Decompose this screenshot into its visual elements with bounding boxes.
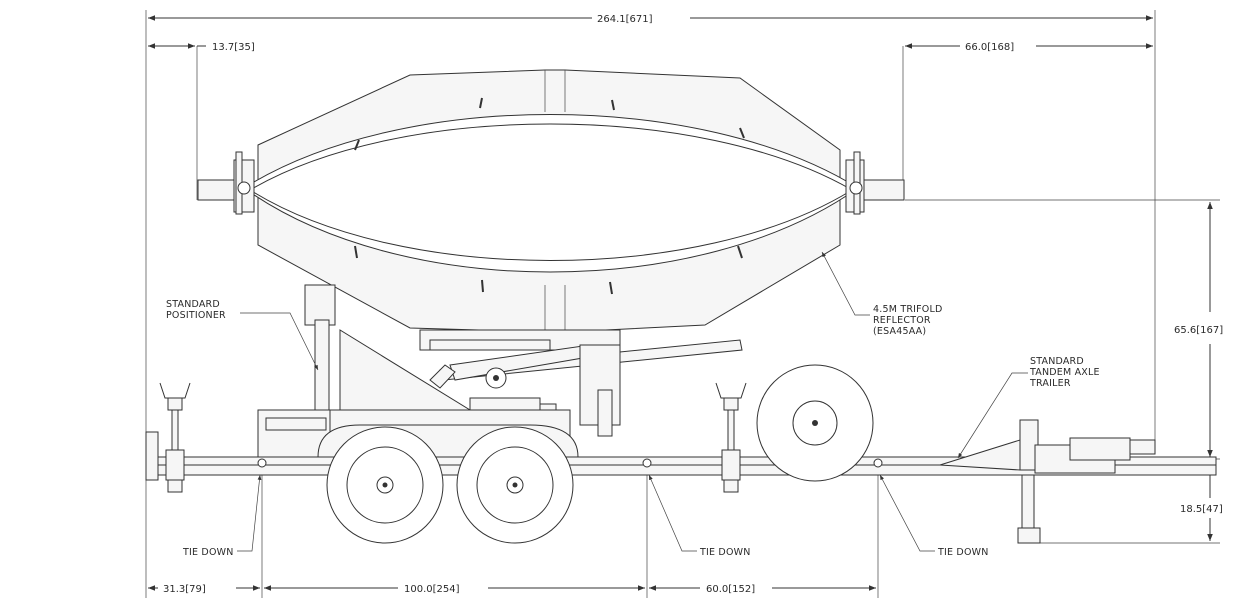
dimension-values: 264.1[671] 13.7[35] 66.0[168] 65.6[167] … <box>163 14 1223 595</box>
trailer-label-line1: STANDARD <box>1030 356 1084 367</box>
left-overhang: 13.7 <box>212 42 234 53</box>
trailer-label-line3: TRAILER <box>1029 378 1071 389</box>
positioner-label-line2: POSITIONER <box>166 310 226 321</box>
leader-lines <box>237 251 1028 552</box>
svg-text:31.3[79]: 31.3[79] <box>163 584 206 595</box>
reflector-height: 65.6 <box>1174 325 1196 336</box>
front-tiedown-mm: 79 <box>189 584 202 595</box>
frame-height-mm: 47 <box>1206 504 1219 515</box>
reflector-height-mm: 167 <box>1200 325 1219 336</box>
tiedown-spacing-2-mm: 152 <box>732 584 751 595</box>
tie-down-label-2: TIE DOWN <box>699 547 751 558</box>
svg-text:18.5[47]: 18.5[47] <box>1180 504 1223 515</box>
overall-length-mm: 671 <box>630 14 649 25</box>
frame-height: 18.5 <box>1180 504 1202 515</box>
svg-text:65.6[167]: 65.6[167] <box>1174 325 1223 336</box>
positioner <box>304 284 743 437</box>
tie-down-points <box>257 458 883 468</box>
left-overhang-mm: 35 <box>238 42 251 53</box>
svg-text:66.0[168]: 66.0[168] <box>965 42 1014 53</box>
reflector-label-line1: 4.5M TRIFOLD <box>873 304 942 315</box>
dimension-lines <box>145 10 1220 598</box>
tiedown-spacing-1: 100.0 <box>404 584 433 595</box>
callout-labels: STANDARD POSITIONER 4.5M TRIFOLD REFLECT… <box>166 299 1100 558</box>
tiedown-spacing-1-mm: 254 <box>437 584 456 595</box>
tie-down-label-3: TIE DOWN <box>937 547 989 558</box>
front-tiedown: 31.3 <box>163 584 185 595</box>
leveling-jacks <box>159 382 747 493</box>
svg-text:100.0[254]: 100.0[254] <box>404 584 460 595</box>
tiedown-spacing-2: 60.0 <box>706 584 728 595</box>
svg-text:60.0[152]: 60.0[152] <box>706 584 755 595</box>
trailer-label-line2: TANDEM AXLE <box>1029 367 1100 378</box>
svg-text:264.1[671]: 264.1[671] <box>597 14 653 25</box>
tandem-axle-wheels <box>326 364 874 544</box>
reflector-label-line2: REFLECTOR <box>873 315 931 326</box>
positioner-label-line1: STANDARD <box>166 299 220 310</box>
svg-text:13.7[35]: 13.7[35] <box>212 42 255 53</box>
right-overhang-mm: 168 <box>991 42 1010 53</box>
reflector-label-line3: (ESA45AA) <box>873 326 926 337</box>
tie-down-label-1: TIE DOWN <box>182 547 234 558</box>
trailer <box>145 409 1217 544</box>
right-overhang: 66.0 <box>965 42 987 53</box>
overall-length: 264.1 <box>597 14 626 25</box>
reflector-assembly <box>197 69 905 333</box>
